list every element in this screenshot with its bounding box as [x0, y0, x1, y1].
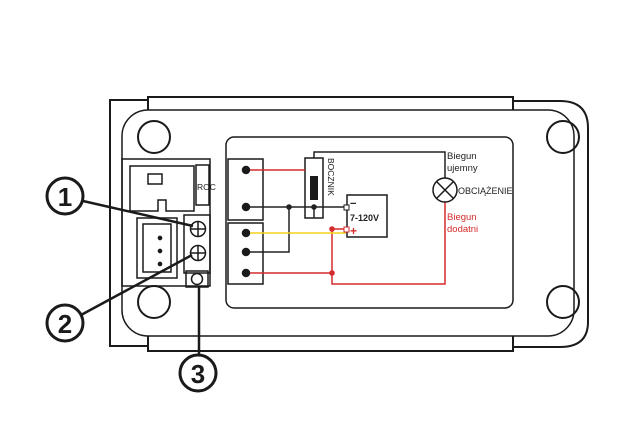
supply-terminal-minus [343, 204, 350, 211]
callout-3-label: 3 [191, 359, 205, 389]
positive-pole-label-2: dodatni [447, 224, 478, 235]
terminal-block-bottom [227, 222, 264, 285]
shunt-label: BOCZNIK [326, 158, 336, 196]
supply-terminal-plus [343, 226, 350, 233]
supply-plus: + [350, 224, 357, 238]
power-supply [346, 194, 388, 238]
callout-2: 2 [45, 303, 85, 343]
supply-minus: − [350, 198, 356, 210]
callout-3: 3 [178, 353, 218, 393]
plug-slot [147, 173, 163, 185]
side-connector [195, 164, 210, 206]
terminal-block-top [227, 158, 264, 221]
negative-pole-label-1: Biegun [447, 151, 477, 162]
potentiometer-icon [185, 270, 209, 288]
callout-1: 1 [45, 176, 85, 216]
negative-pole-label-2: ujemny [447, 163, 478, 174]
load-label: OBCIĄŻENIE [458, 186, 513, 196]
wires-black [250, 151, 446, 253]
schematic-panel [225, 136, 514, 309]
callout-leaders [80, 199, 201, 355]
top-plug [129, 165, 195, 212]
supply-voltage: 7-120V [350, 213, 379, 223]
screw-icon [189, 244, 207, 262]
callout-2-label: 2 [58, 309, 72, 339]
lamp-cross-icon [432, 177, 458, 203]
side-connector-label: ROC [197, 182, 216, 192]
callout-1-label: 1 [58, 182, 72, 212]
screw-icon [189, 220, 207, 238]
positive-pole-label-1: Biegun [447, 212, 477, 223]
junction-dots [286, 204, 335, 276]
connector-panel [121, 158, 211, 287]
